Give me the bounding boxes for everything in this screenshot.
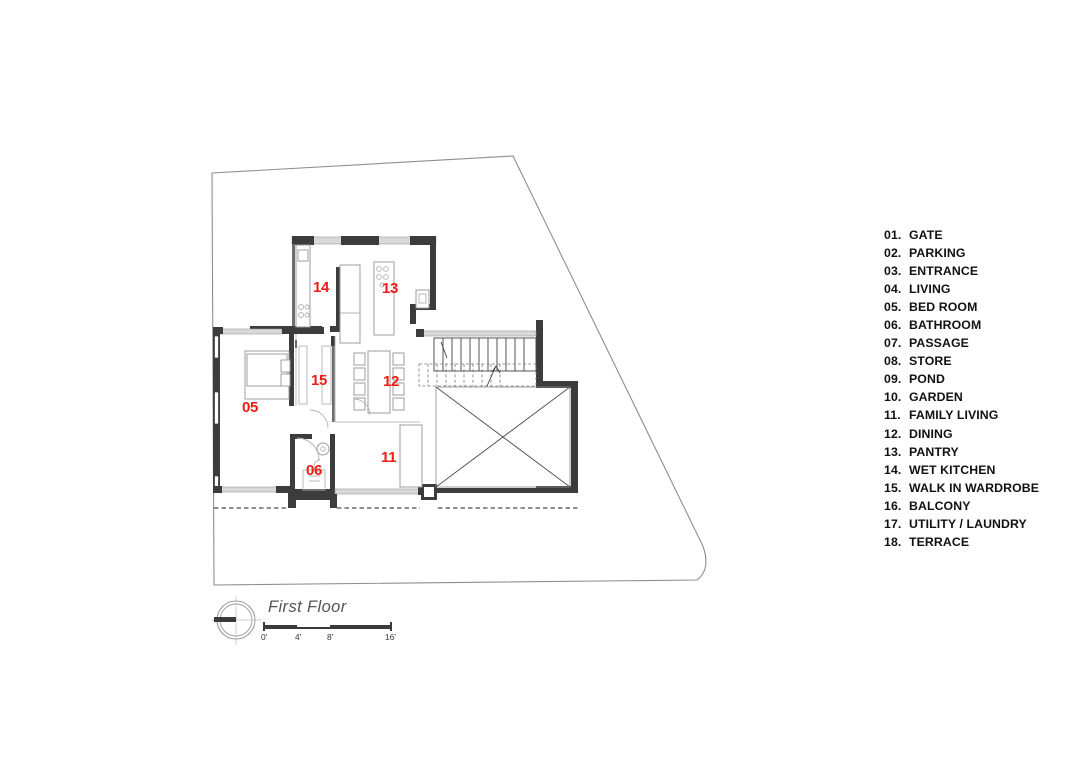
legend-item-number: 07. bbox=[884, 336, 902, 351]
legend-item-number: 06. bbox=[884, 318, 902, 333]
legend-item-label: BALCONY bbox=[909, 498, 971, 513]
legend-item: 10. GARDEN bbox=[884, 388, 1084, 406]
legend-item: 09. POND bbox=[884, 370, 1084, 388]
title-block: First Floor 0' 4' 8' 16' bbox=[205, 590, 455, 660]
legend-item-number: 14. bbox=[884, 462, 902, 477]
legend-item-label: GATE bbox=[909, 228, 943, 242]
family-living-walls bbox=[334, 320, 578, 500]
legend-item-number: 10. bbox=[884, 390, 902, 405]
family-living-furniture bbox=[399, 424, 423, 488]
wet-kitchen-fixtures bbox=[295, 244, 361, 344]
legend-item: 12. DINING bbox=[884, 425, 1084, 443]
legend-item-number: 18. bbox=[884, 534, 902, 549]
lower-floor-outline bbox=[214, 494, 578, 509]
legend-item-number: 13. bbox=[884, 444, 902, 459]
legend-item-number: 15. bbox=[884, 480, 902, 495]
legend-item: 07. PASSAGE bbox=[884, 334, 1084, 352]
room-label-11: 11 bbox=[381, 449, 397, 466]
legend-item-label: LIVING bbox=[909, 282, 951, 297]
legend-item-label: DINING bbox=[909, 426, 953, 441]
pantry-fixtures bbox=[373, 261, 430, 336]
scale-tick-16: 16' bbox=[385, 632, 396, 642]
legend-item: 16. BALCONY bbox=[884, 497, 1084, 515]
legend-item: 03. ENTRANCE bbox=[884, 262, 1084, 280]
legend-item-label: UTILITY / LAUNDRY bbox=[909, 516, 1027, 531]
scale-bar-graphic bbox=[263, 622, 392, 631]
legend-item: 08. STORE bbox=[884, 352, 1084, 370]
legend-item-label: WALK IN WARDROBE bbox=[909, 480, 1040, 495]
north-arrow-graphic bbox=[212, 596, 261, 645]
legend-item: 05. BED ROOM bbox=[884, 298, 1084, 316]
legend-item-label: FAMILY LIVING bbox=[909, 408, 999, 423]
legend-item-label: PASSAGE bbox=[909, 336, 969, 351]
bedroom-block-walls bbox=[213, 327, 324, 493]
interior-floor-lines bbox=[295, 334, 420, 423]
legend-item-label: ENTRANCE bbox=[909, 264, 979, 279]
legend-item: 15. WALK IN WARDROBE bbox=[884, 479, 1084, 497]
legend-item-number: 09. bbox=[884, 372, 902, 387]
room-label-13: 13 bbox=[382, 280, 399, 297]
legend-item: 11. FAMILY LIVING bbox=[884, 406, 1084, 424]
bathroom-fixtures bbox=[296, 437, 330, 491]
dining-furniture bbox=[353, 350, 405, 414]
legend-item: 01. GATE bbox=[884, 226, 1084, 244]
room-label-15: 15 bbox=[311, 372, 328, 389]
legend-item: 06. BATHROOM bbox=[884, 316, 1084, 334]
legend-item-label: BATHROOM bbox=[909, 318, 982, 333]
legend-item-number: 17. bbox=[884, 516, 902, 531]
legend-item-label: PARKING bbox=[909, 246, 966, 261]
double-height-void bbox=[435, 386, 571, 488]
legend-item-label: POND bbox=[909, 372, 945, 387]
room-legend: 01. GATE 02. PARKING 03. ENTRANCE 04. LI… bbox=[884, 226, 1084, 551]
legend-item-label: PANTRY bbox=[909, 444, 959, 459]
scale-tick-0: 0' bbox=[261, 632, 268, 642]
legend-item-number: 03. bbox=[884, 264, 902, 279]
legend-item-number: 01. bbox=[884, 228, 902, 242]
room-label-05: 05 bbox=[242, 399, 259, 416]
floor-plan-title: First Floor bbox=[268, 598, 347, 616]
legend-item-number: 04. bbox=[884, 282, 902, 297]
room-label-12: 12 bbox=[383, 373, 400, 390]
legend-item-number: 12. bbox=[884, 426, 902, 441]
scale-tick-8: 8' bbox=[327, 632, 334, 642]
legend-item-label: GARDEN bbox=[909, 390, 963, 405]
legend-item-number: 11. bbox=[884, 408, 901, 423]
legend-item-number: 08. bbox=[884, 354, 902, 369]
site-boundary bbox=[211, 155, 707, 586]
staircase bbox=[418, 337, 537, 387]
legend-item: 02. PARKING bbox=[884, 244, 1084, 262]
legend-item-number: 16. bbox=[884, 498, 902, 513]
scale-tick-4: 4' bbox=[295, 632, 302, 642]
room-label-14: 14 bbox=[313, 279, 330, 296]
legend-item: 04. LIVING bbox=[884, 280, 1084, 298]
wardrobe-furniture bbox=[298, 345, 332, 405]
legend-item-label: STORE bbox=[909, 354, 952, 369]
legend-item: 14. WET KITCHEN bbox=[884, 461, 1084, 479]
legend-item: 17. UTILITY / LAUNDRY bbox=[884, 515, 1084, 533]
door-swings bbox=[309, 398, 371, 429]
legend-item: 18. TERRACE bbox=[884, 533, 1084, 551]
room-label-06: 06 bbox=[306, 462, 323, 479]
legend-item-number: 02. bbox=[884, 246, 902, 261]
legend-item-label: BED ROOM bbox=[909, 300, 978, 315]
legend-item: 13. PANTRY bbox=[884, 443, 1084, 461]
legend-item-number: 05. bbox=[884, 300, 902, 315]
legend-item-label: WET KITCHEN bbox=[909, 462, 996, 477]
legend-item-label: TERRACE bbox=[909, 534, 970, 549]
bedroom-furniture bbox=[244, 350, 291, 400]
